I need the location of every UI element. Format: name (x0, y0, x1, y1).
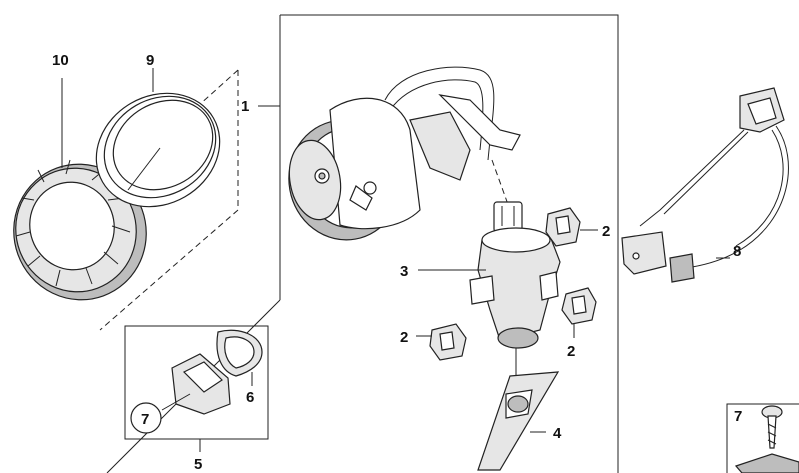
callout-8: 8 (733, 243, 741, 260)
filter-element-part (477, 371, 560, 471)
pump-unit-part (418, 201, 561, 375)
callout-1: 1 (241, 98, 249, 115)
cover-group-outline (99, 69, 239, 331)
screw-key-box (726, 403, 799, 473)
callout-9: 9 (146, 52, 154, 69)
callout-4: 4 (553, 425, 562, 442)
sealing-ring-part (95, 68, 221, 208)
callout-5: 5 (194, 456, 202, 473)
clip-part-left (416, 323, 467, 361)
callout-7-key: 7 (734, 408, 742, 425)
callout-3: 3 (400, 263, 408, 280)
callout-6: 6 (246, 389, 254, 406)
callout-2-right: 2 (567, 343, 575, 360)
clip-part-right (561, 287, 597, 338)
callout-2-left: 2 (400, 329, 408, 346)
callout-2-upper: 2 (602, 223, 610, 240)
connector-subassembly-box (124, 325, 269, 452)
clip-part-upper (545, 207, 598, 247)
cover-cap-part (13, 78, 147, 301)
pump-flange-part (288, 66, 521, 241)
callout-7-circle: 7 (141, 411, 149, 428)
callout-10: 10 (52, 52, 69, 69)
level-sensor-part (621, 87, 789, 283)
